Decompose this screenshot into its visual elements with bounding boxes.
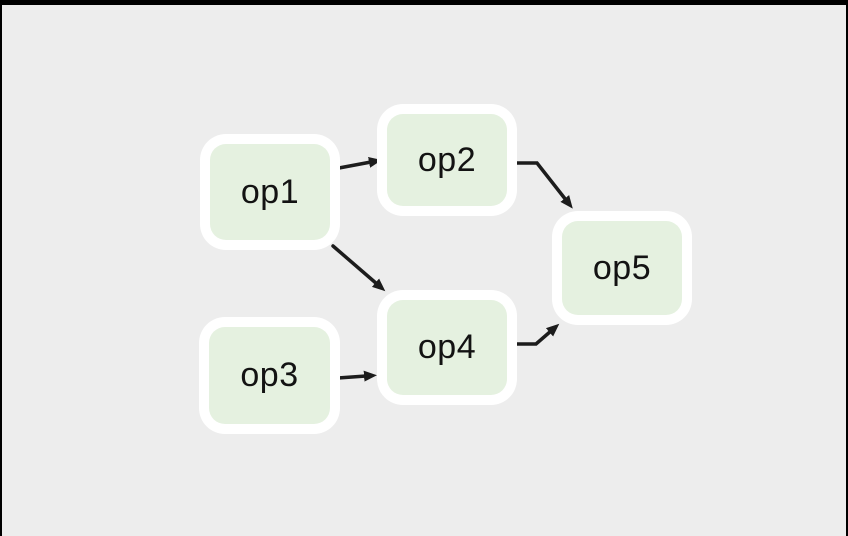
node-op1: op1 [200,134,340,250]
node-label: op4 [417,328,477,366]
edge-op3-op4 [336,370,377,382]
node-op5: op5 [552,211,692,325]
edge-op2-op5 [515,161,573,209]
edge-op4-op5 [514,323,560,346]
window-left-border [0,0,2,536]
node-op5-body: op5 [562,221,682,315]
edge-op1-op4 [331,244,386,292]
node-op3-body: op3 [209,327,330,424]
node-op1-body: op1 [210,144,330,240]
window-right-border [846,0,848,536]
node-label: op1 [240,172,300,211]
window-top-border [0,0,848,5]
edge-op1-op2 [337,156,382,170]
node-op2-body: op2 [387,114,507,206]
node-op4-body: op4 [387,300,507,395]
node-label: op2 [417,140,477,179]
node-label: op5 [592,248,652,287]
node-op2: op2 [377,104,517,216]
node-label: op3 [240,356,299,394]
node-op4: op4 [377,290,517,405]
node-op3: op3 [199,317,340,434]
